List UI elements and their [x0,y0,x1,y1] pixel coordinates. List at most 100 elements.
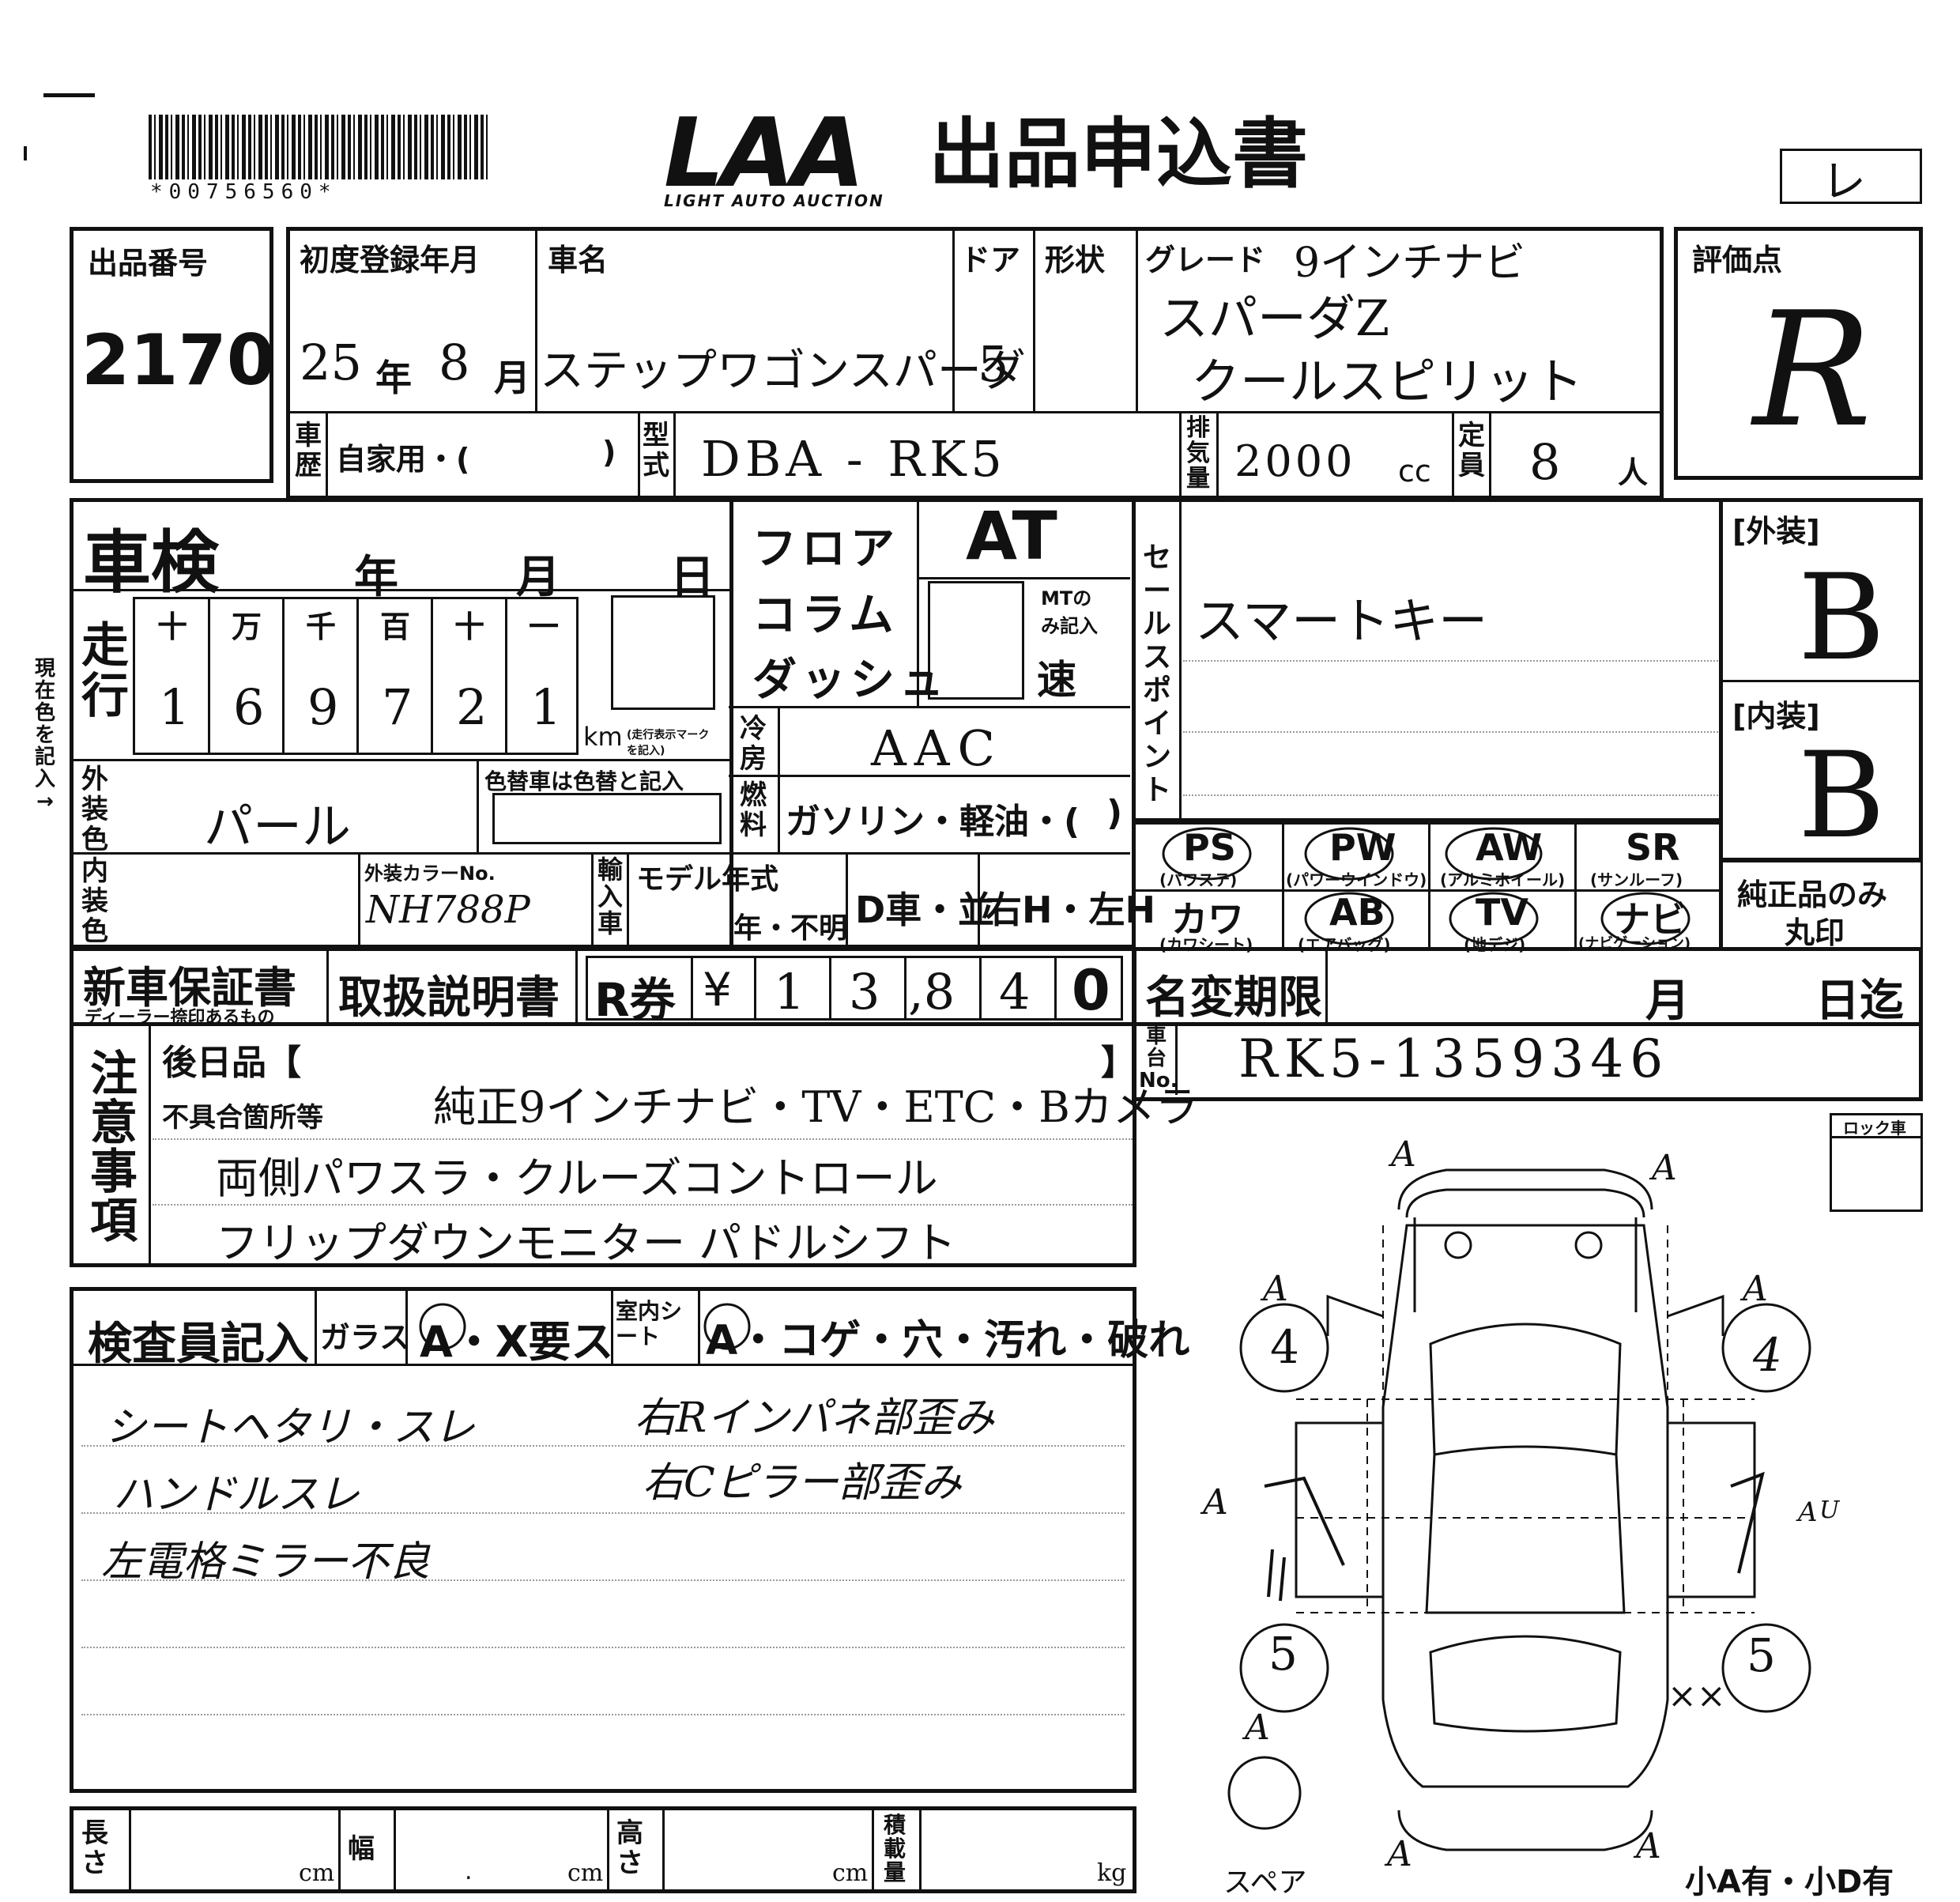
name-change-box: 名変期限 月 日迄 [1132,947,1923,1027]
equip-sr[interactable]: SR [1626,826,1680,869]
later-close: 】 [1101,1043,1136,1083]
mileage-mark-box[interactable] [611,595,715,710]
genuine-line1: 純正品のみ [1737,877,1888,912]
digit-2: 9 [307,678,339,736]
load-unit: kg [1097,1859,1127,1887]
mt-note: MTのみ記入 [1041,587,1098,637]
color-code-value: NH788P [366,888,530,932]
exterior-color-label: 外装色 [81,764,108,855]
fuel-close: ) [1106,793,1123,833]
width-unit: cm [567,1859,604,1887]
form-title: 出品申込書 [929,110,1308,198]
exterior-score-label: [外装] [1732,514,1820,549]
sales-point-value: スマートキー [1195,592,1488,650]
lock-label: ロック車 [1843,1119,1906,1138]
glass-label: ガラス [320,1320,410,1355]
mark-a-front-right: A [1652,1148,1677,1188]
usage-value: 自家用・( [336,442,470,477]
recycle-grid: R券 ¥ 1 3 ,8 4 0 [586,956,1123,1027]
repaint-note: 色替車は色替と記入 [484,768,684,794]
cooling-label: 冷房 [740,713,767,775]
mark-a-rear-left: A [1245,1708,1270,1748]
digit-label-1: 万 [232,609,262,644]
digit-label-3: 百 [380,609,411,644]
shape-label: 形状 [1045,243,1106,277]
notes-label: 注意事項 [90,1047,138,1249]
inspection-year: 年 [354,552,398,603]
lot-number: 2170 [81,319,275,401]
lock-box[interactable]: ロック車 [1830,1113,1923,1212]
corner-dash [43,93,95,97]
shift-value: AT [966,497,1057,575]
grade-line1: 9インチナビ [1294,240,1526,287]
chassis-label: 車台No. [1139,1025,1178,1093]
grade-label: グレード [1145,243,1266,277]
import-label: 輸入車 [597,855,623,938]
genuine-box: 純正品のみ 丸印 [1719,860,1923,951]
current-color-note: 現在色を記入→ [34,657,55,813]
height-label: 高さ [616,1817,643,1879]
document-row: 新車保証書 ディーラー捺印あるもの 取扱説明書 R券 ¥ 1 3 ,8 4 0 [70,947,1136,1028]
check-box[interactable]: レ [1780,149,1922,208]
lot-box: 出品番号 2170 [70,227,275,483]
manual-label: 取扱説明書 [338,972,560,1024]
cooling-value: AAC [871,719,1003,777]
equip-ps-name: (パワステ) [1159,870,1238,889]
load-label: 積載量 [883,1812,906,1885]
sales-point-box: セールスポイント スマートキー [1132,498,1723,822]
digit-3: 7 [382,678,413,736]
fuel-label: 燃料 [740,779,767,841]
recycle-digit-2: ,8 [908,963,956,1021]
height-unit: cm [832,1859,869,1887]
name-change-day: 日迄 [1815,976,1904,1027]
inspector-box: 検査員記入 ガラス A・X要ス 室内シート A・コゲ・穴・汚れ・破れ シートヘタ… [70,1287,1189,1793]
usage-label: 車歴 [295,420,322,481]
glass-value: A・X要ス [420,1317,614,1367]
equip-pw[interactable]: PW [1329,826,1396,869]
recycle-yen: ¥ [703,963,732,1017]
recycle-digit-3: 4 [999,963,1031,1021]
chassis-value: RK5-1359346 [1238,1028,1670,1089]
mark-a-left-door: A [1203,1482,1228,1523]
recycle-label: R券 [594,973,676,1027]
equip-sr-name: (サンルーフ) [1590,870,1683,889]
fuel-value: ガソリン・軽油・( [786,802,1080,842]
shift-speed: 速 [1037,657,1076,703]
grade-line3: クールスピリット [1191,353,1584,410]
capacity-unit: 人 [1618,455,1649,490]
equipment-box: PS (パワステ) PW (パワーウインドウ) AW (アルミホイール) SR … [1132,821,1723,954]
displacement-value: 2000 [1234,436,1356,486]
exterior-color-value: パール [204,798,352,855]
interior-score-value: B [1798,727,1886,865]
sales-point-label: セールスポイント [1142,542,1171,806]
digit-5: 1 [530,678,562,736]
recycle-digit-4: 0 [1072,958,1110,1023]
barcode-text: *00756560* [150,180,337,204]
equipment-circles [1162,827,1690,945]
repaint-box[interactable] [492,793,722,844]
shift-block: フロア コラム ダッシュ AT MTのみ記入 速 冷房 AAC 燃料 ガソリン・… [729,497,1155,949]
equip-leather[interactable]: カワ [1171,898,1244,941]
score-value: R [1753,278,1872,462]
equip-aw[interactable]: AW [1476,826,1543,869]
equip-navi[interactable]: ナビ [1614,898,1687,941]
exterior-score-value: B [1798,549,1886,687]
inspector-left-3: 左電格ミラー不良 [101,1538,431,1586]
inspector-left-2: ハンドルスレ [113,1471,360,1519]
equip-ps[interactable]: PS [1183,826,1236,869]
mark-a-rear-bumper-left: A [1387,1834,1412,1874]
inspector-circles [419,1303,466,1350]
mt-box[interactable] [928,581,1024,700]
spare-label: スペア [1223,1866,1307,1899]
condition-scores: [外装] B [内装] B [1719,498,1923,865]
interior-color-label: 内装色 [81,855,108,947]
warranty-label: 新車保証書 [83,963,296,1013]
notes-box: 注意事項 後日品【 】 不具合箇所等 純正9インチナビ・TV・ETC・Bカメラ … [70,1022,1198,1268]
inspector-left-1: シートヘタリ・スレ [105,1404,476,1451]
dealer-value: D車・並 [855,889,995,931]
digit-label-5: 一 [529,609,560,644]
mileage-unit-note: (走行表示マーク を記入) [627,729,710,757]
color-code-label: 外装カラーNo. [364,862,496,885]
mark-right-door-sub: U [1819,1496,1840,1524]
barcode [149,115,490,179]
